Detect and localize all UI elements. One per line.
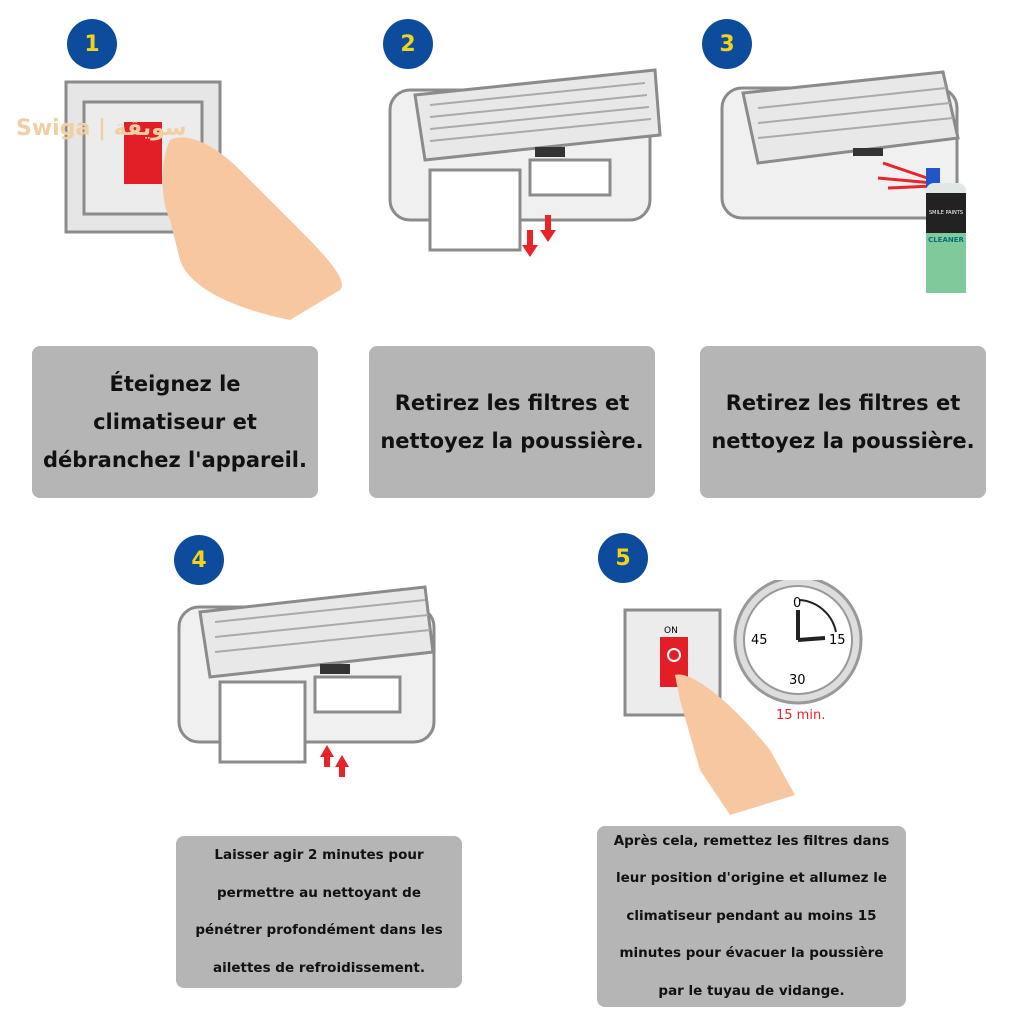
ac-filter-removal-illustration bbox=[388, 68, 662, 257]
step-2-badge: 2 bbox=[383, 19, 433, 69]
clock-tick-0: 0 bbox=[793, 596, 802, 611]
switch-on-illustration bbox=[623, 580, 863, 815]
ac-spray-illustration bbox=[720, 70, 966, 293]
spray-can-brand: SMILE PAINTS bbox=[928, 210, 964, 216]
watermark-logo: Swiga | سويقة bbox=[16, 116, 187, 141]
step-3-badge: 3 bbox=[702, 19, 752, 69]
clock-tick-45: 45 bbox=[751, 633, 768, 648]
step-5-text: Après cela, remettez les filtres dans le… bbox=[597, 826, 906, 1007]
ac-filter-reinsert-illustration bbox=[177, 585, 436, 777]
clock-tick-30: 30 bbox=[789, 673, 806, 688]
clock-tick-15: 15 bbox=[829, 633, 846, 648]
spray-can-product: CLEANER bbox=[928, 236, 964, 244]
step-1-badge: 1 bbox=[67, 19, 117, 69]
step-2-text: Retirez les filtres et nettoyez la pouss… bbox=[369, 346, 655, 498]
switch-off-illustration bbox=[64, 80, 342, 320]
clock-duration-label: 15 min. bbox=[776, 708, 826, 723]
step-3-text: Retirez les filtres et nettoyez la pouss… bbox=[700, 346, 986, 498]
step-4-badge: 4 bbox=[174, 535, 224, 585]
step-1-text: Éteignez le climatiseur et débranchez l'… bbox=[32, 346, 318, 498]
switch-on-label: ON bbox=[664, 626, 678, 636]
step-5-badge: 5 bbox=[598, 533, 648, 583]
step-4-text: Laisser agir 2 minutes pour permettre au… bbox=[176, 836, 462, 988]
